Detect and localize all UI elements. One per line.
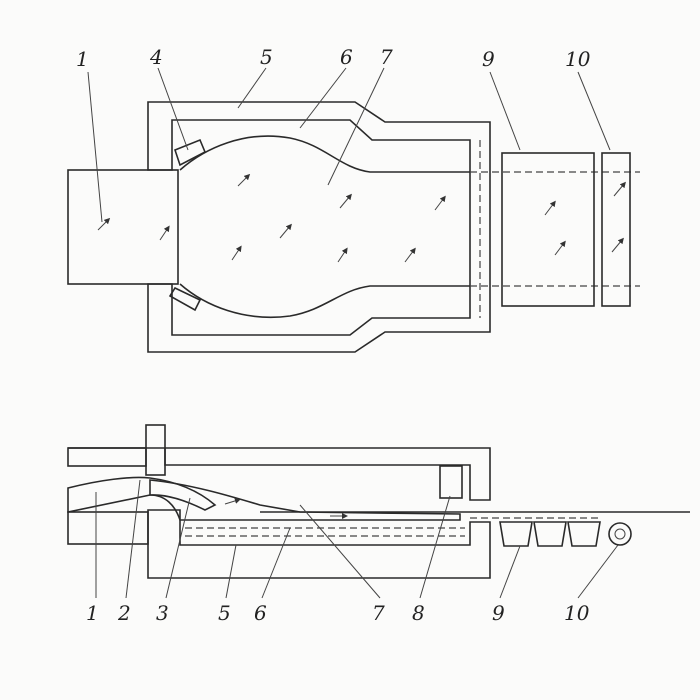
roof-left-section — [67, 447, 147, 467]
rolls-block-top — [501, 152, 595, 307]
furnace-wall-top — [147, 101, 491, 353]
leaders-side — [95, 479, 619, 599]
flow-arrows-side — [224, 498, 348, 519]
label-top-9: 9 — [482, 47, 495, 71]
label-side-1: 1 — [86, 601, 99, 625]
flow-arrows-top — [97, 173, 626, 263]
label-side-7: 7 — [372, 601, 385, 625]
feed-pipe-top — [67, 169, 179, 285]
label-top-4: 4 — [149, 45, 163, 69]
label-side-3: 3 — [156, 601, 169, 625]
label-side-9: 9 — [492, 601, 505, 625]
cutter-block-top — [601, 152, 631, 307]
take-off-roller — [608, 522, 632, 546]
leaders-top — [87, 67, 611, 223]
top-view: 1 4 5 6 7 9 10 — [67, 45, 640, 353]
furnace-roof-side — [68, 447, 491, 501]
bath-basin — [147, 509, 491, 579]
label-top-1: 1 — [76, 47, 89, 71]
take-off-roller-hub — [614, 528, 626, 540]
vertical-gate — [145, 424, 166, 476]
batch-layer — [67, 476, 217, 513]
label-side-2: 2 — [117, 601, 131, 625]
label-top-7: 7 — [380, 45, 393, 69]
label-side-8: 8 — [412, 601, 425, 625]
label-side-5: 5 — [218, 601, 231, 625]
burner-lower — [168, 286, 202, 312]
label-top-10: 10 — [565, 47, 591, 71]
label-side-6: 6 — [254, 601, 267, 625]
label-top-5: 5 — [260, 45, 273, 69]
label-top-6: 6 — [340, 45, 353, 69]
label-side-10: 10 — [564, 601, 590, 625]
end-burner — [439, 465, 463, 499]
forming-rolls — [499, 521, 601, 547]
molten-glass-wedge — [149, 479, 461, 521]
glass-flow-contour — [179, 135, 470, 319]
side-view: 1 2 3 5 6 7 8 9 10 — [67, 424, 690, 625]
